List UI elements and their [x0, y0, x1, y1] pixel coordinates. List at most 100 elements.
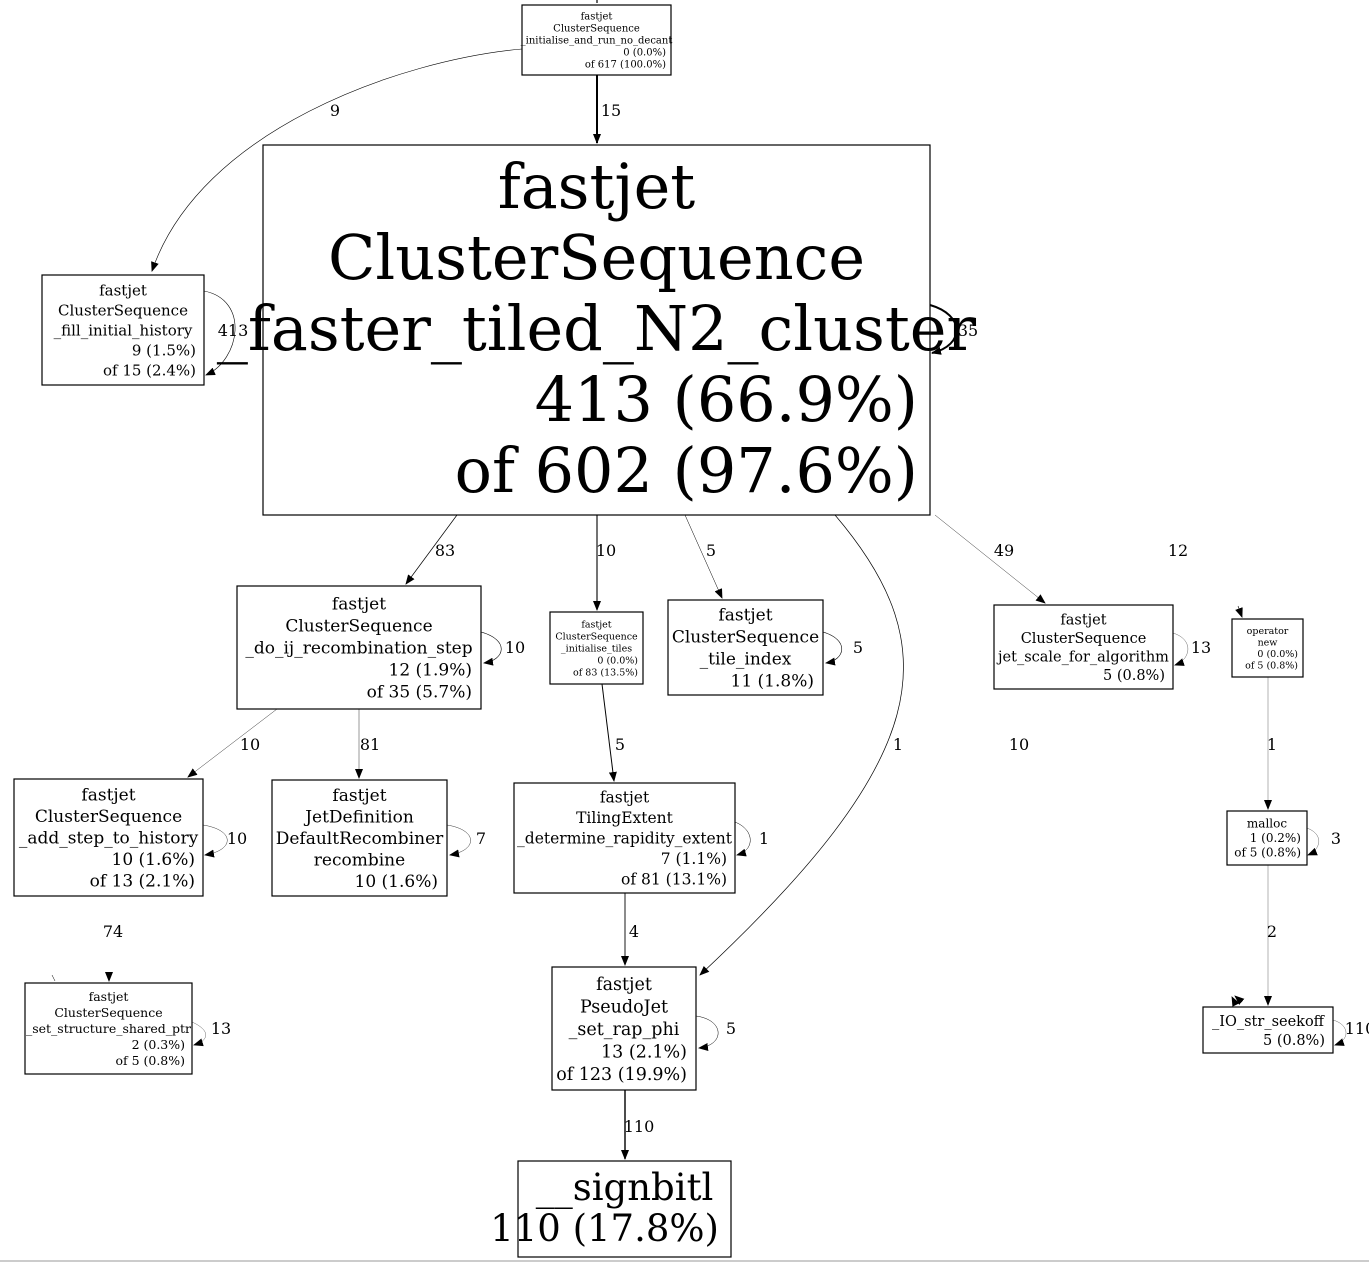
call-edge: 9 — [151, 48, 523, 272]
function-node-determine-rapidity-extent[interactable]: fastjetTilingExtent_determine_rapidity_e… — [513, 782, 736, 894]
edge-line — [934, 514, 1046, 604]
node-label-line: fastjet — [596, 975, 652, 995]
node-label-line: fastjet — [332, 786, 386, 806]
edge-weight-label: 5 — [706, 541, 716, 560]
edge-line — [405, 514, 458, 585]
node-label-line: _initialise_and_run_no_decant — [521, 35, 673, 46]
edge-weight-label: 4 — [629, 922, 639, 941]
node-box — [1231, 618, 1304, 678]
node-label-line: of 5 (0.8%) — [1245, 660, 1298, 671]
call-edge: 3 — [1306, 827, 1341, 856]
edge-weight-label: 5 — [853, 638, 863, 657]
node-label-line: JetDefinition — [303, 808, 414, 828]
node-label-line: _determine_rapidity_extent — [517, 830, 733, 848]
node-label-line: 110 (17.8%) — [490, 1207, 719, 1250]
node-label-line: fastjet — [581, 619, 611, 630]
call-edge: 5 — [695, 1015, 736, 1051]
edge-line — [51, 975, 109, 981]
function-node-add-step-to-history[interactable]: fastjetClusterSequence_add_step_to_histo… — [13, 778, 204, 897]
node-label-line: 0 (0.0%) — [1257, 649, 1298, 660]
node-label-line: _set_structure_shared_ptr — [26, 1021, 191, 1036]
call-edge: 15 — [593, 75, 621, 144]
edge-line — [695, 1015, 719, 1051]
edge-line — [446, 824, 471, 858]
edge-weight-label: 413 — [218, 321, 249, 340]
node-label-line: of 602 (97.6%) — [455, 434, 918, 507]
call-edge: 110 — [621, 1090, 654, 1160]
edge-line — [151, 48, 523, 272]
node-label-line: TilingExtent — [576, 809, 674, 827]
node-box — [41, 274, 205, 386]
node-label-line: 9 (1.5%) — [132, 342, 196, 360]
edge-line — [684, 514, 723, 599]
node-box — [1202, 1006, 1334, 1054]
node-label-line: of 13 (2.1%) — [90, 872, 195, 892]
function-node-jet-scale[interactable]: fastjetClusterSequencejet_scale_for_algo… — [993, 604, 1174, 690]
call-edge: 1 — [734, 821, 769, 857]
edge-line — [929, 304, 958, 355]
call-edge: 13 — [191, 1019, 231, 1047]
node-label-line: DefaultRecombiner — [276, 829, 444, 849]
function-node-init-run[interactable]: fastjetClusterSequence_initialise_and_ru… — [521, 4, 673, 76]
node-label-line: malloc — [1247, 817, 1287, 831]
node-label-line: 11 (1.8%) — [731, 672, 815, 692]
edge-line — [191, 1021, 206, 1047]
edge-line — [187, 708, 278, 778]
node-label-line: ClusterSequence — [328, 221, 865, 294]
call-edge: 2 — [1264, 865, 1277, 1006]
function-node-faster-tiled[interactable]: fastjetClusterSequence_faster_tiled_N2_c… — [217, 144, 977, 516]
node-label-line: fastjet — [89, 989, 129, 1004]
function-node-recombine[interactable]: fastjetJetDefinitionDefaultRecombinerrec… — [271, 779, 448, 897]
node-label-line: 10 (1.6%) — [112, 850, 196, 870]
node-label-line: recombine — [314, 851, 405, 871]
edge-weight-label: 81 — [360, 735, 380, 754]
node-label-line: _faster_tiled_N2_cluster — [217, 292, 977, 365]
node-box — [521, 4, 672, 76]
edge-line — [1234, 995, 1245, 1005]
function-node-initialise-tiles[interactable]: fastjetClusterSequence_initialise_tiles0… — [549, 611, 644, 685]
function-node-fill-initial-history[interactable]: fastjetClusterSequence_fill_initial_hist… — [41, 274, 205, 386]
node-label-line: 12 (1.9%) — [389, 661, 473, 681]
call-edge: 10 — [202, 824, 247, 858]
edge-line — [699, 514, 904, 976]
call-edge: 7 — [446, 824, 486, 858]
node-label-line: fastjet — [81, 786, 135, 806]
nodes-layer: fastjetClusterSequence_initialise_and_ru… — [13, 4, 1334, 1258]
node-label-line: _set_rap_phi — [569, 1020, 680, 1040]
node-box — [271, 779, 448, 897]
node-label-line: of 35 (5.7%) — [367, 683, 472, 703]
edge-weight-label: 10 — [240, 735, 260, 754]
node-label-line: ClusterSequence — [672, 628, 819, 648]
call-edge: 35 — [929, 304, 978, 355]
node-label-line: ClusterSequence — [35, 807, 182, 827]
edge-line — [202, 824, 228, 858]
edge-weight-label: 35 — [958, 321, 978, 340]
edge-weight-label: 74 — [103, 922, 123, 941]
function-node-set-structure-shared-ptr[interactable]: fastjetClusterSequence_set_structure_sha… — [24, 982, 193, 1075]
call-edge: 5 — [822, 631, 863, 666]
node-label-line: fastjet — [718, 606, 772, 626]
call-edge: 49 — [934, 514, 1046, 604]
call-edge: 1 — [699, 514, 904, 976]
edge-line — [1172, 632, 1189, 666]
call-edge: 74 — [51, 922, 123, 981]
edge-weight-label: 13 — [211, 1019, 231, 1038]
edge-line — [1306, 827, 1319, 856]
node-label-line: ClusterSequence — [58, 302, 188, 320]
call-edge: 5 — [684, 514, 723, 599]
node-label-line: fastjet — [581, 11, 613, 22]
function-node-do-ij-recombination-step[interactable]: fastjetClusterSequence_do_ij_recombinati… — [236, 585, 482, 710]
node-label-line: _initialise_tiles — [561, 643, 632, 654]
node-label-line: 5 (0.8%) — [1103, 668, 1165, 684]
node-label-line: of 5 (0.8%) — [1234, 846, 1301, 860]
node-box — [551, 966, 697, 1091]
call-edge: 10 — [593, 515, 616, 611]
node-label-line: PseudoJet — [580, 997, 668, 1017]
node-label-line: 7 (1.1%) — [661, 850, 727, 868]
